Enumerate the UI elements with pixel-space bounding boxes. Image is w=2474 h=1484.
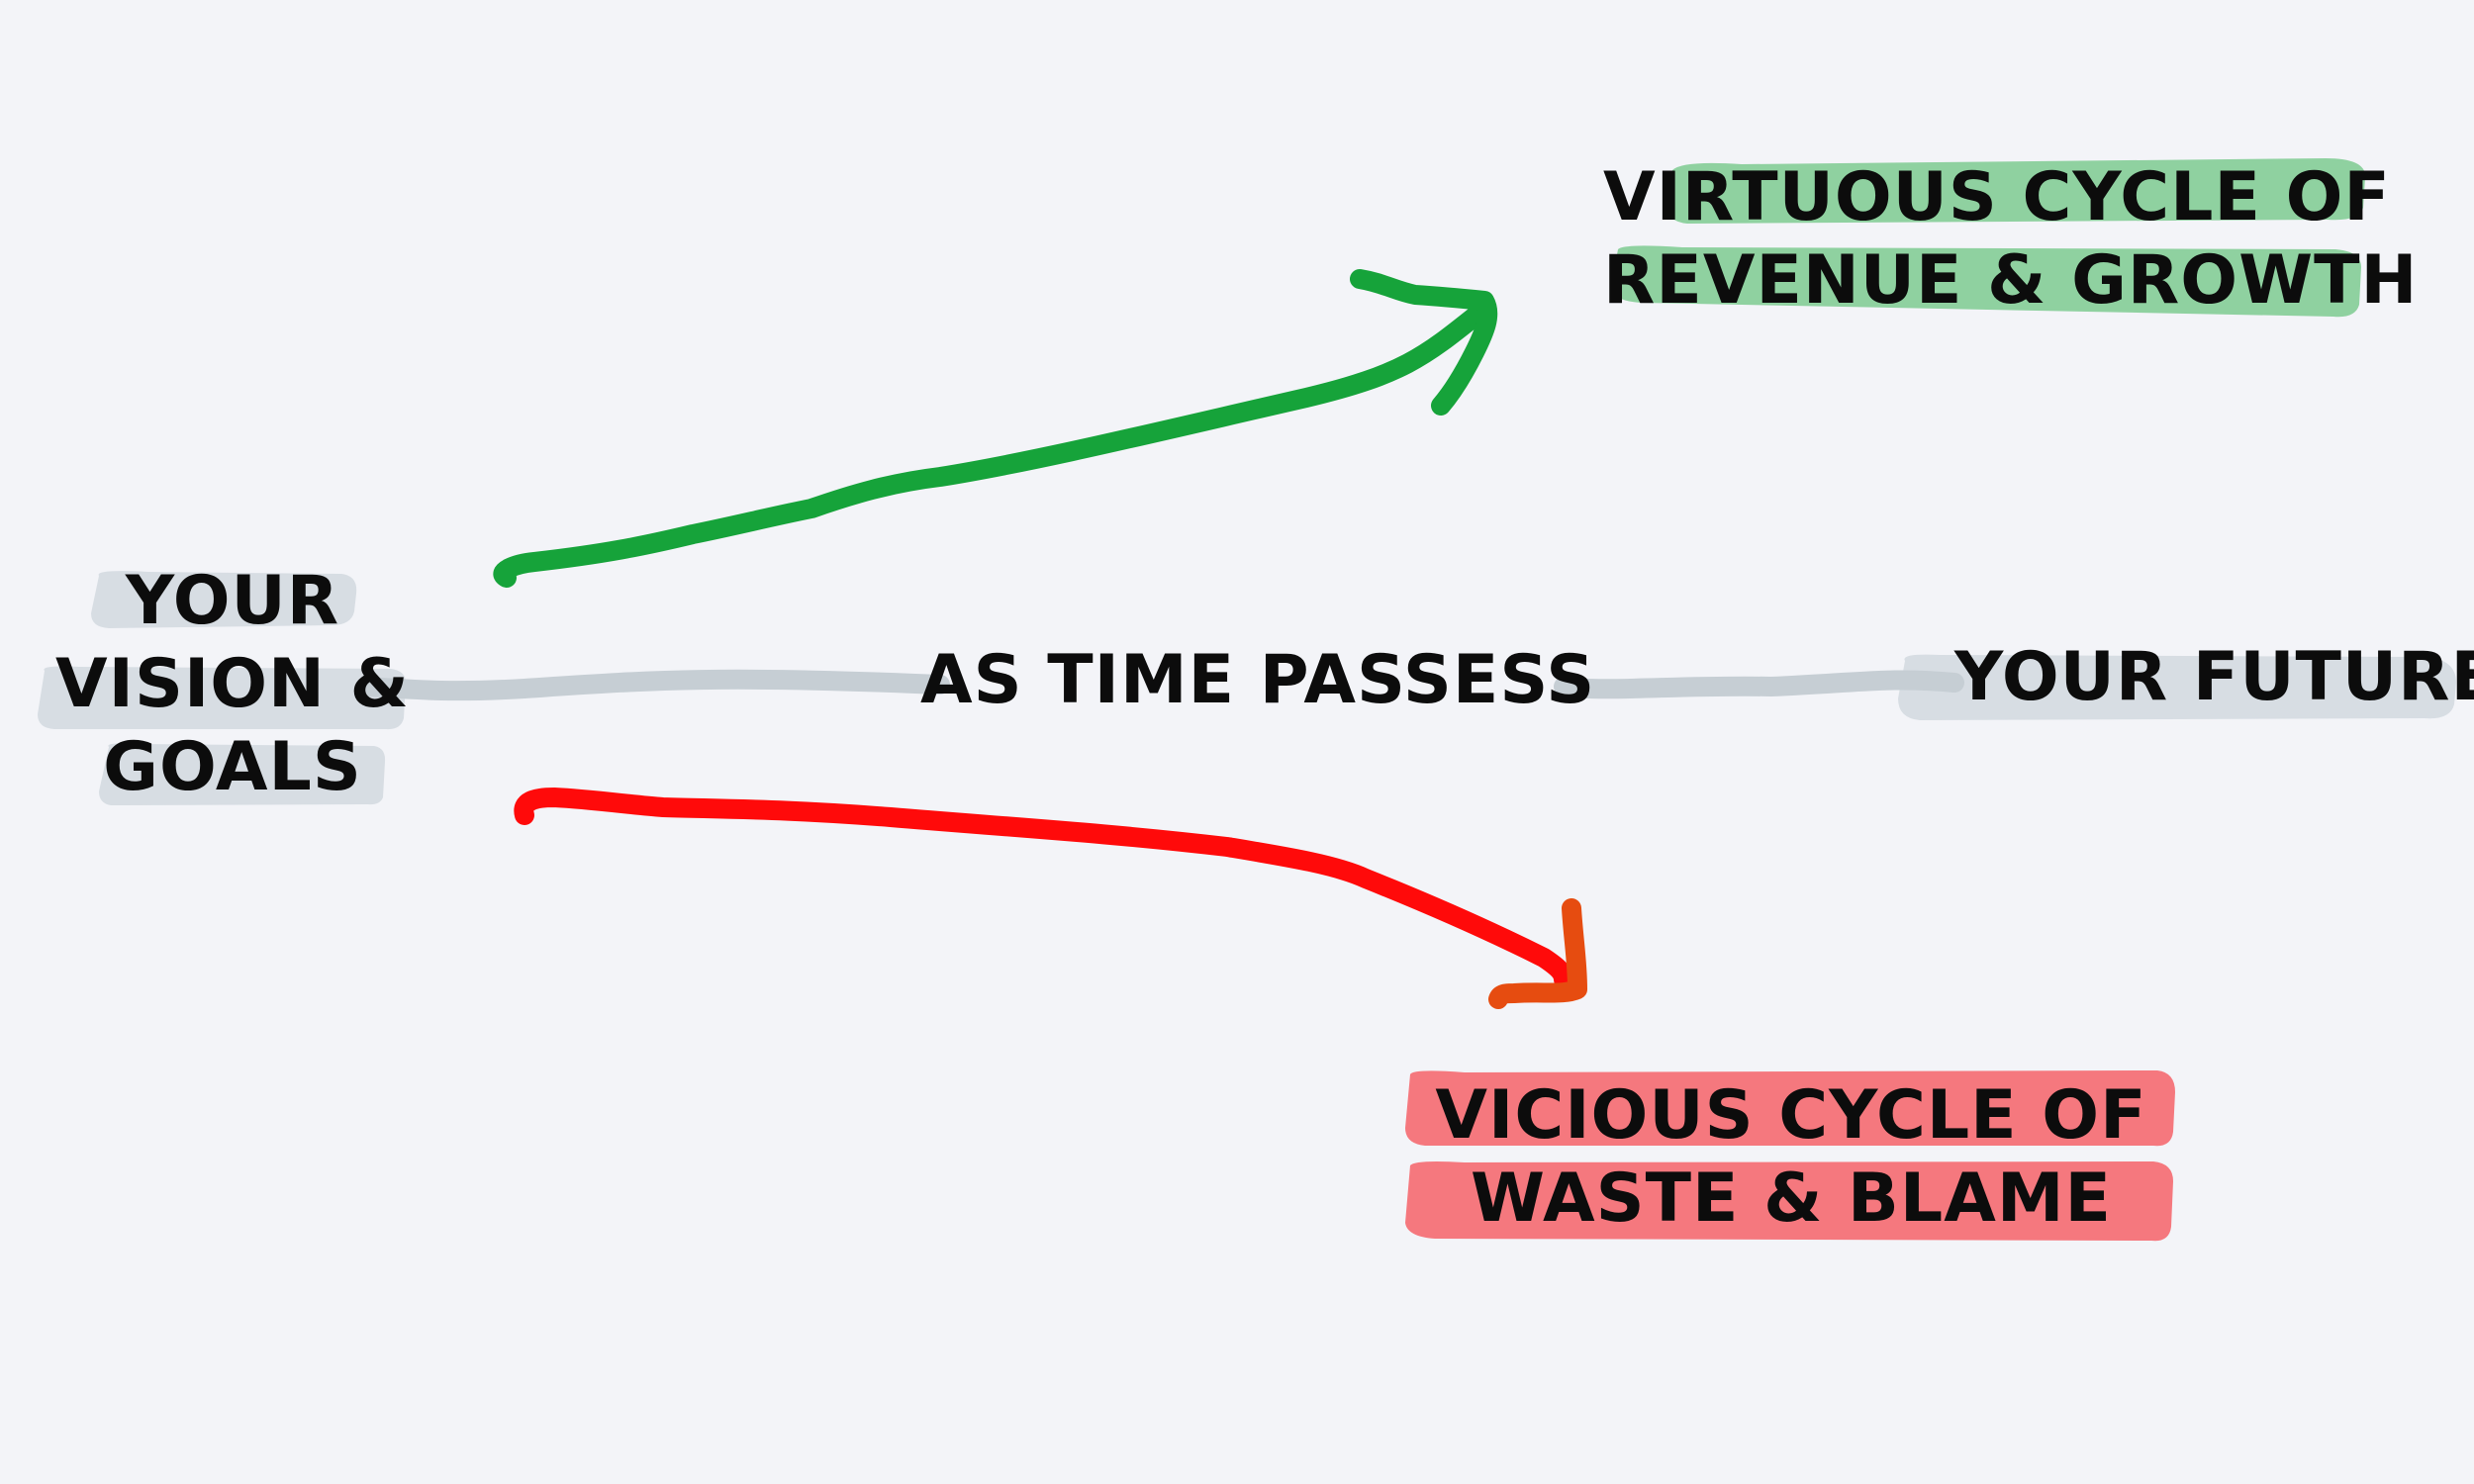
- start-highlight-line-3: [99, 743, 386, 805]
- timeline-left-segment: [358, 669, 950, 701]
- start-node-line-1: YOUR: [125, 562, 340, 640]
- vicious-highlight-line-1: [1405, 1070, 2175, 1147]
- start-node-line-3: GOALS: [103, 728, 362, 806]
- vicious-cycle-line-1: VICIOUS CYCLE OF: [1435, 1076, 2147, 1155]
- timeline-right-segment: [1554, 670, 1964, 699]
- virtuous-cycle-label: VIRTUOUS CYCLE OF REVENUE & GROWTH: [1603, 156, 2419, 323]
- end-node-label: YOUR FUTURE: [1954, 638, 2474, 716]
- vicious-cycle-line-2: WASTE & BLAME: [1471, 1159, 2112, 1238]
- virtuous-highlight: [1611, 158, 2366, 318]
- vicious-arrow: [514, 787, 1587, 1009]
- vicious-cycle-label: VICIOUS CYCLE OF WASTE & BLAME: [1405, 1074, 2177, 1241]
- virtuous-arrow-head: [1350, 269, 1498, 416]
- start-highlight-line-1: [91, 571, 357, 628]
- start-node-label: YOUR VISION & GOALS: [40, 560, 426, 809]
- vicious-arrow-shaft: [514, 787, 1573, 989]
- timeline: [358, 669, 1964, 701]
- virtuous-highlight-line-1: [1666, 158, 2366, 224]
- vicious-highlight-line-2: [1405, 1161, 2173, 1242]
- virtuous-cycle-line-1: VIRTUOUS CYCLE OF: [1603, 158, 2391, 236]
- vicious-highlight: [1405, 1070, 2175, 1242]
- vicious-arrow-head: [1488, 898, 1587, 1009]
- start-highlight: [38, 571, 406, 805]
- start-node-line-2: VISION &: [55, 645, 410, 723]
- virtuous-arrow: [493, 269, 1498, 588]
- virtuous-arrow-shaft: [493, 299, 1494, 588]
- start-highlight-line-2: [38, 666, 406, 730]
- virtuous-cycle-line-2: REVENUE & GROWTH: [1603, 241, 2419, 320]
- future-highlight: [1898, 654, 2456, 720]
- virtuous-highlight-line-2: [1611, 245, 2361, 318]
- middle-node-label: AS TIME PASSESS: [920, 641, 1596, 719]
